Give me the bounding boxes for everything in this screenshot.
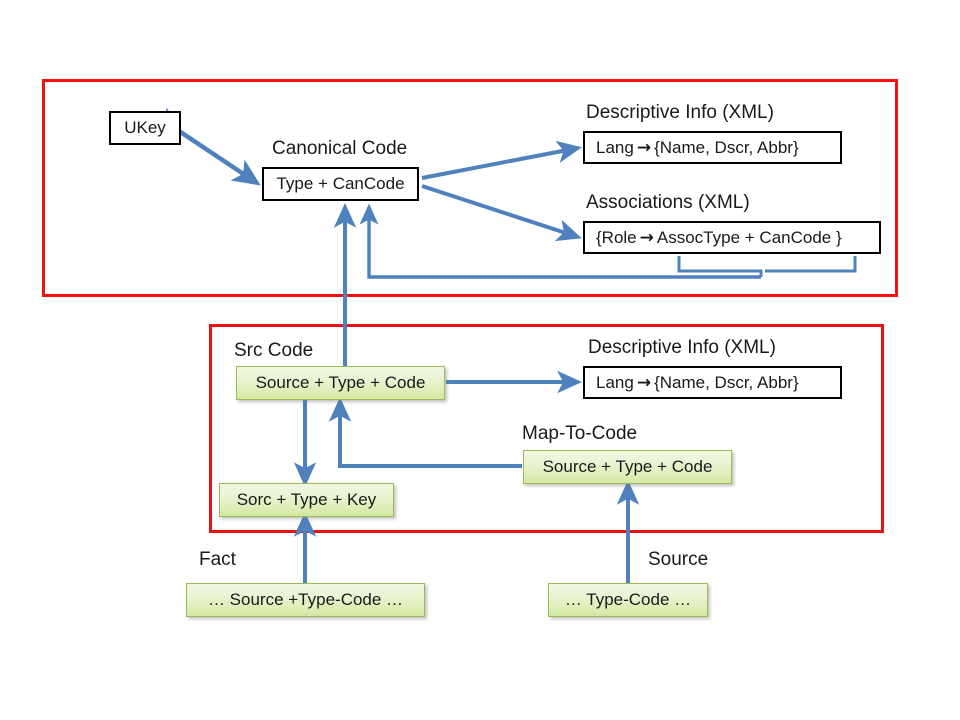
node-lang-descriptive-bottom-before: Lang [596, 372, 634, 392]
caption-fact: Fact [199, 549, 236, 570]
node-lang-descriptive-top-before: Lang [596, 137, 634, 157]
node-role-assoctype-after: AssocType + CanCode } [656, 227, 842, 247]
connector-cancode-descriptive [421, 140, 582, 180]
node-map-source-type-code[interactable]: Source + Type + Code [523, 450, 732, 484]
source-layer-frame [209, 324, 884, 533]
node-role-assoctype-before: {Role [596, 227, 637, 247]
caption-src-code: Src Code [234, 340, 314, 361]
right-arrow-icon: → [639, 227, 654, 248]
caption-descriptive-info-bottom: Descriptive Info (XML) [588, 337, 776, 358]
caption-source: Source [648, 549, 709, 570]
node-sorc-type-key[interactable]: Sorc + Type + Key [219, 483, 394, 517]
node-lang-descriptive-bottom-after: {Name, Dscr, Abbr} [654, 372, 799, 392]
node-type-cancode[interactable]: Type + CanCode [262, 167, 419, 201]
node-lang-descriptive-top-after: {Name, Dscr, Abbr} [654, 137, 799, 157]
connector-cancode-associations [421, 184, 582, 242]
node-role-assoctype[interactable]: {Role → AssocType + CanCode } [583, 221, 881, 254]
caption-associations: Associations (XML) [586, 192, 750, 213]
right-arrow-icon: → [636, 372, 652, 393]
node-fact-record[interactable]: … Source +Type-Code … [186, 583, 425, 617]
caption-map-to-code: Map-To-Code [522, 423, 638, 444]
connector-maptocode-to-srccode [328, 397, 522, 468]
connector-associations-brace [677, 256, 857, 277]
node-lang-descriptive-bottom[interactable]: Lang → {Name, Dscr, Abbr} [583, 366, 842, 399]
caption-canonical-code: Canonical Code [272, 138, 408, 159]
right-arrow-icon: → [636, 137, 652, 158]
caption-descriptive-info-top: Descriptive Info (XML) [586, 102, 774, 123]
node-ukey[interactable]: UKey [109, 111, 181, 145]
connector-ukey-cancode [152, 107, 261, 186]
node-lang-descriptive-top[interactable]: Lang → {Name, Dscr, Abbr} [583, 131, 842, 164]
connector-associations-to-cancode [359, 203, 761, 279]
node-source-record[interactable]: … Type-Code … [548, 583, 708, 617]
canonical-layer-frame [42, 79, 898, 297]
node-src-source-type-code[interactable]: Source + Type + Code [236, 366, 445, 400]
